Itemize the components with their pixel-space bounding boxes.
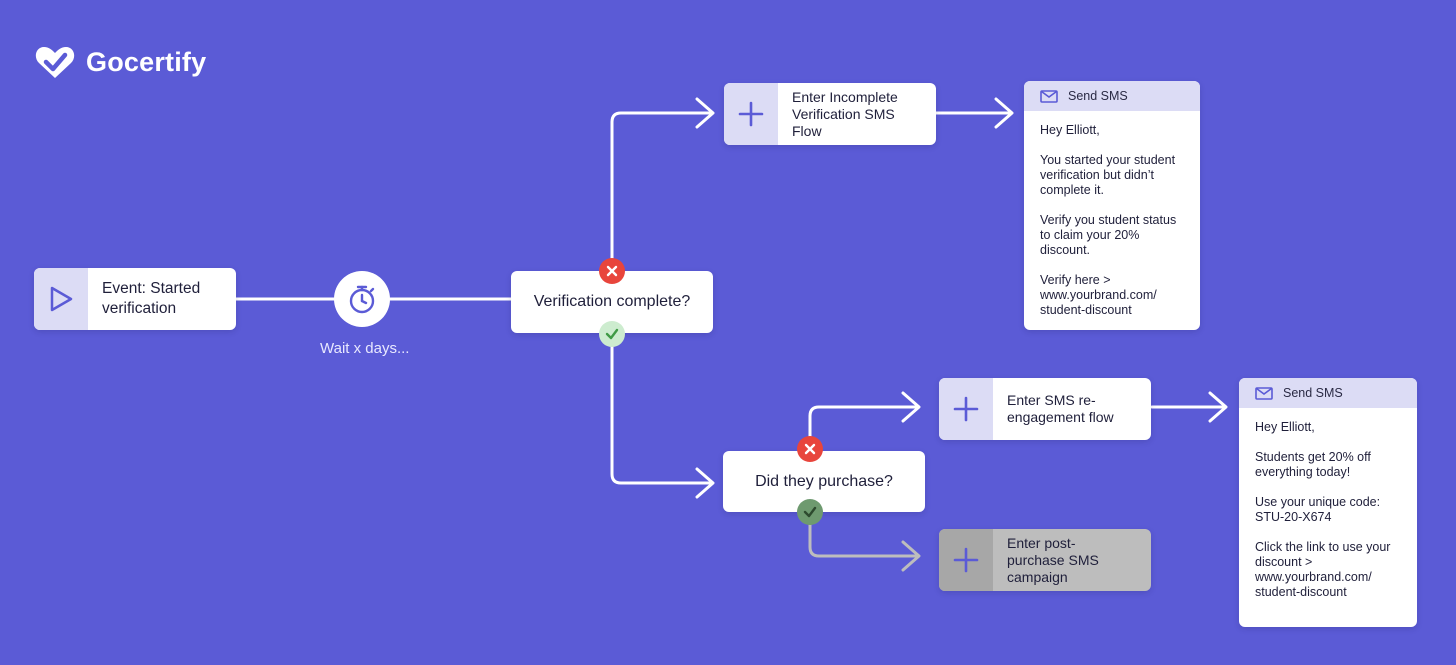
add-icon-panel [724, 83, 778, 145]
sms-line: Click the link to use your discount > ww… [1255, 540, 1391, 599]
sms-line: Hey Elliott, [1255, 420, 1315, 434]
sms-line: You started your student verification bu… [1040, 153, 1176, 197]
reengagement-flow-label: Enter SMS re-engagement flow [1007, 392, 1114, 425]
trigger-node[interactable]: Event: Started verification [34, 268, 236, 330]
add-icon-panel [939, 529, 993, 591]
sms-message-body: Hey Elliott, You started your student ve… [1024, 111, 1200, 318]
brand-name: Gocertify [86, 46, 207, 77]
play-icon [50, 286, 73, 312]
wire-reengage-branch [808, 405, 920, 440]
incomplete-sms-flow-node[interactable]: Enter Incomplete Verification SMS Flow [724, 83, 936, 145]
sms-line: Students get 20% off everything today! [1255, 450, 1371, 479]
postpurchase-campaign-node[interactable]: Enter post-purchase SMS campaign [939, 529, 1151, 591]
sms-line: Use your unique code: STU-20-X674 [1255, 495, 1381, 524]
arrow-reengage [901, 391, 921, 423]
arrow-reengage-sms [1208, 391, 1228, 423]
trigger-label: Event: Started verification [102, 280, 201, 317]
arrow-complete [695, 467, 715, 499]
plus-icon [738, 101, 764, 127]
heart-check-icon [35, 47, 75, 78]
plus-icon [953, 396, 979, 422]
sms-message-body: Hey Elliott, Students get 20% off everyt… [1239, 408, 1417, 600]
add-icon-panel [939, 378, 993, 440]
envelope-icon [1040, 89, 1058, 103]
sms-line: Verify you student status to claim your … [1040, 213, 1177, 257]
wait-label: Wait x days... [320, 340, 410, 357]
sms-card-header: Send SMS [1024, 81, 1200, 111]
wait-timer[interactable] [334, 271, 390, 327]
arrow-incomplete [695, 97, 715, 129]
sms-card-incomplete[interactable]: Send SMS Hey Elliott, You started your s… [1024, 81, 1200, 330]
plus-icon [953, 547, 979, 573]
envelope-icon [1255, 386, 1273, 400]
decision-label: Did they purchase? [755, 472, 893, 490]
wire-complete-branch [610, 344, 714, 485]
sms-card-discount[interactable]: Send SMS Hey Elliott, Students get 20% o… [1239, 378, 1417, 627]
wire-postpurchase-branch [808, 522, 920, 558]
trigger-icon-panel [34, 268, 88, 330]
sms-card-header: Send SMS [1239, 378, 1417, 408]
sms-line: Hey Elliott, [1040, 123, 1100, 137]
no-badge-icon [599, 258, 625, 284]
sms-line: Verify here > www.yourbrand.com/ student… [1040, 273, 1157, 317]
yes-badge-icon [599, 321, 625, 347]
stopwatch-icon [349, 285, 375, 314]
wire-incomplete-branch [610, 111, 714, 260]
brand-logo: Gocertify [34, 44, 206, 80]
reengagement-flow-node[interactable]: Enter SMS re-engagement flow [939, 378, 1151, 440]
sms-header-label: Send SMS [1068, 89, 1128, 103]
decision-label: Verification complete? [533, 293, 691, 310]
decision-did-they-purchase[interactable]: Did they purchase? [723, 451, 925, 512]
yes-badge-icon [797, 499, 823, 525]
incomplete-flow-label: Enter Incomplete Verification SMS Flow [792, 88, 898, 139]
arrow-incomplete-sms [994, 97, 1014, 129]
postpurchase-flow-label: Enter post-purchase SMS campaign [1007, 534, 1099, 585]
arrow-postpurchase [901, 540, 921, 572]
no-badge-icon [797, 436, 823, 462]
sms-header-label: Send SMS [1283, 386, 1343, 400]
